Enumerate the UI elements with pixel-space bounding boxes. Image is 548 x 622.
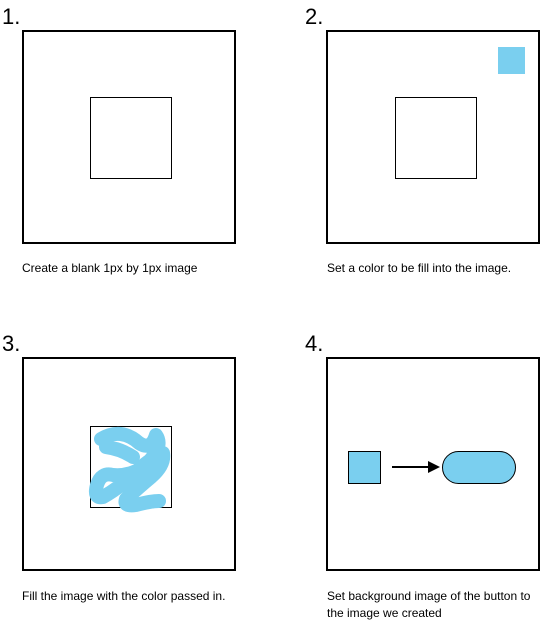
step-3-caption: Fill the image with the color passed in. (22, 589, 226, 603)
step-4-caption: Set background image of the button to th… (327, 589, 531, 620)
step-2-frame (326, 30, 540, 244)
blank-image-square (395, 97, 477, 179)
step-2-number: 2. (305, 4, 324, 29)
step-4-frame (326, 357, 540, 571)
step-1-caption: Create a blank 1px by 1px image (22, 261, 198, 275)
step-2-caption: Set a color to be fill into the image. (327, 261, 512, 275)
step-3-number: 3. (2, 331, 21, 356)
color-swatch (498, 47, 525, 74)
blank-image-square (90, 97, 172, 179)
arrow-right-icon (392, 461, 440, 473)
step-1-frame (22, 30, 236, 244)
filled-image-square (88, 426, 172, 513)
button-with-image-background (442, 451, 516, 484)
image-swatch (348, 451, 381, 484)
step-4-number: 4. (305, 331, 324, 356)
step-1-number: 1. (2, 4, 21, 29)
color-fill-scribble (88, 426, 171, 513)
step-3-frame (22, 357, 236, 571)
